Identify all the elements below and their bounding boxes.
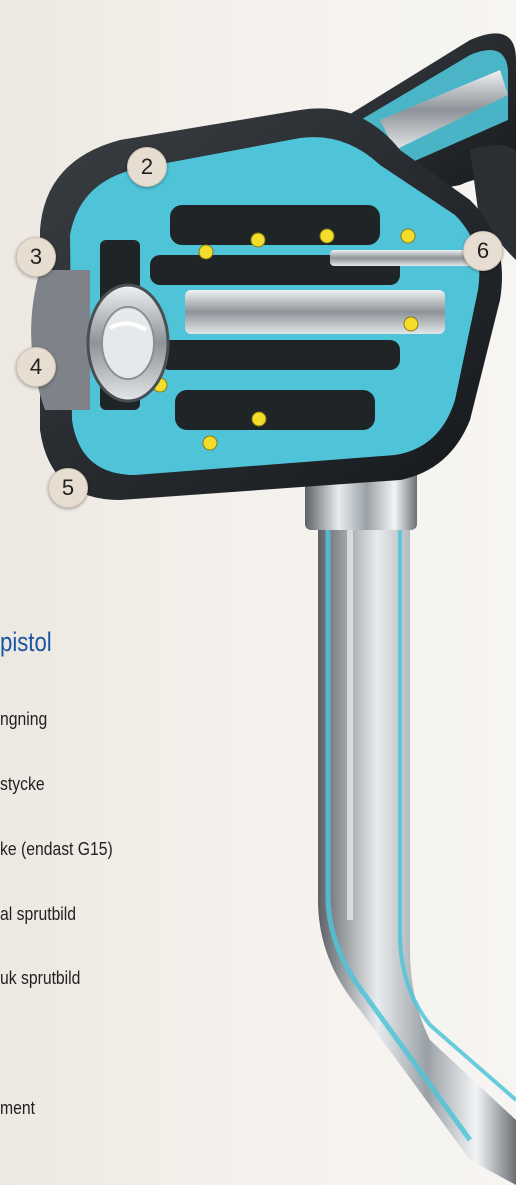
- callout-3: 3: [16, 237, 56, 277]
- callout-4: 4: [16, 347, 56, 387]
- parts-list-item: uk sprutbild: [0, 967, 81, 988]
- callout-6: 6: [463, 231, 503, 271]
- section-title: pistol: [0, 627, 52, 657]
- parts-list-item: al sprutbild: [0, 903, 77, 924]
- parts-list-item: ke (endast G15): [0, 838, 113, 859]
- spray-lance: [318, 520, 516, 1185]
- parts-list-item: ment: [0, 1097, 35, 1118]
- callout-5: 5: [48, 468, 88, 508]
- parts-list-item: ngning: [0, 708, 48, 729]
- callout-2: 2: [127, 147, 167, 187]
- parts-list-item: stycke: [0, 773, 45, 794]
